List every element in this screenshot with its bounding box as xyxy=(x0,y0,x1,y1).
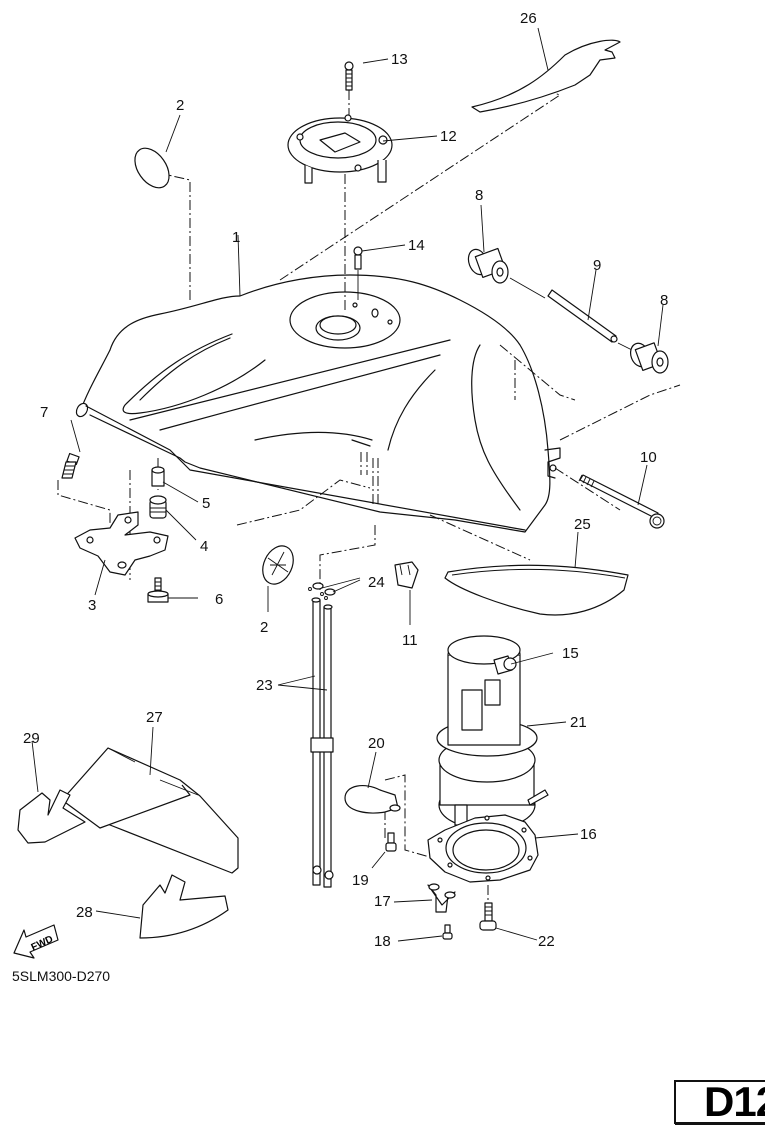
part-28-shield xyxy=(139,874,229,939)
callout-28: 28 xyxy=(76,904,93,921)
callout-21: 21 xyxy=(570,714,587,731)
leader-lines xyxy=(31,27,664,942)
callout-7: 7 xyxy=(40,404,48,421)
fuel-tank xyxy=(75,274,561,533)
callout-1: 1 xyxy=(232,229,240,246)
part-29-shield xyxy=(17,789,86,844)
callout-8-right: 8 xyxy=(660,292,668,309)
part-26-strip xyxy=(471,39,621,113)
callout-25: 25 xyxy=(574,516,591,533)
callout-2-lower: 2 xyxy=(260,619,268,636)
callout-26: 26 xyxy=(520,10,537,27)
callout-14: 14 xyxy=(408,237,425,254)
callout-labels: 1 2 2 3 4 5 6 7 8 8 9 10 11 12 13 14 15 … xyxy=(23,10,668,950)
part-20-clamp xyxy=(344,784,401,814)
part-8-damper-right xyxy=(629,342,669,374)
part-5-collar xyxy=(151,466,165,487)
drawing-code: 5SLM300-D270 xyxy=(12,968,111,984)
callout-22: 22 xyxy=(538,933,555,950)
fwd-arrow-icon: FWD xyxy=(13,924,59,959)
part-3-bracket xyxy=(74,511,169,576)
callout-29: 29 xyxy=(23,730,40,747)
part-19-screw xyxy=(385,832,397,852)
callout-15: 15 xyxy=(562,645,579,662)
part-8-damper-left xyxy=(467,247,509,284)
part-13-bolt xyxy=(344,61,354,115)
part-11-connector xyxy=(394,561,419,589)
callout-9: 9 xyxy=(593,257,601,274)
callout-19: 19 xyxy=(352,872,369,889)
callout-11: 11 xyxy=(402,632,418,649)
callout-27: 27 xyxy=(146,709,163,726)
callout-20: 20 xyxy=(368,735,385,752)
callout-24: 24 xyxy=(368,574,385,591)
part-22-bolt xyxy=(479,902,497,931)
part-21-fuel-pump xyxy=(436,635,549,830)
callout-12: 12 xyxy=(440,128,457,145)
part-4-grommet xyxy=(149,495,167,519)
callout-17: 17 xyxy=(374,893,391,910)
callout-13: 13 xyxy=(391,51,408,68)
callout-5: 5 xyxy=(202,495,210,512)
part-18-screw xyxy=(442,924,453,940)
part-12-fuel-cap xyxy=(287,114,393,184)
part-2-grommet xyxy=(262,545,294,585)
part-17-clip xyxy=(427,883,456,913)
part-16-plate xyxy=(427,814,539,883)
callout-2-top: 2 xyxy=(176,97,184,114)
part-9-collar xyxy=(547,289,618,343)
callout-3: 3 xyxy=(88,597,96,614)
page-label-box: D12 xyxy=(674,1078,765,1125)
part-27-heat-shield xyxy=(61,747,239,874)
page-label: D12 xyxy=(704,1078,765,1125)
part-10-bolt xyxy=(578,474,665,529)
callout-4: 4 xyxy=(200,538,208,555)
part-2-cover-top xyxy=(134,147,170,189)
callout-6: 6 xyxy=(215,591,223,608)
part-7-bolt xyxy=(61,452,80,479)
part-6-bolt xyxy=(147,577,169,603)
callout-23: 23 xyxy=(256,677,273,694)
callout-10: 10 xyxy=(640,449,657,466)
callout-16: 16 xyxy=(580,826,597,843)
part-25-cover xyxy=(444,564,629,616)
part-24-o-rings xyxy=(308,582,336,600)
part-15-fitting xyxy=(493,655,517,675)
callout-8-left: 8 xyxy=(475,187,483,204)
part-14-screw xyxy=(353,246,363,300)
part-23-hoses xyxy=(310,597,334,888)
callout-18: 18 xyxy=(374,933,391,950)
